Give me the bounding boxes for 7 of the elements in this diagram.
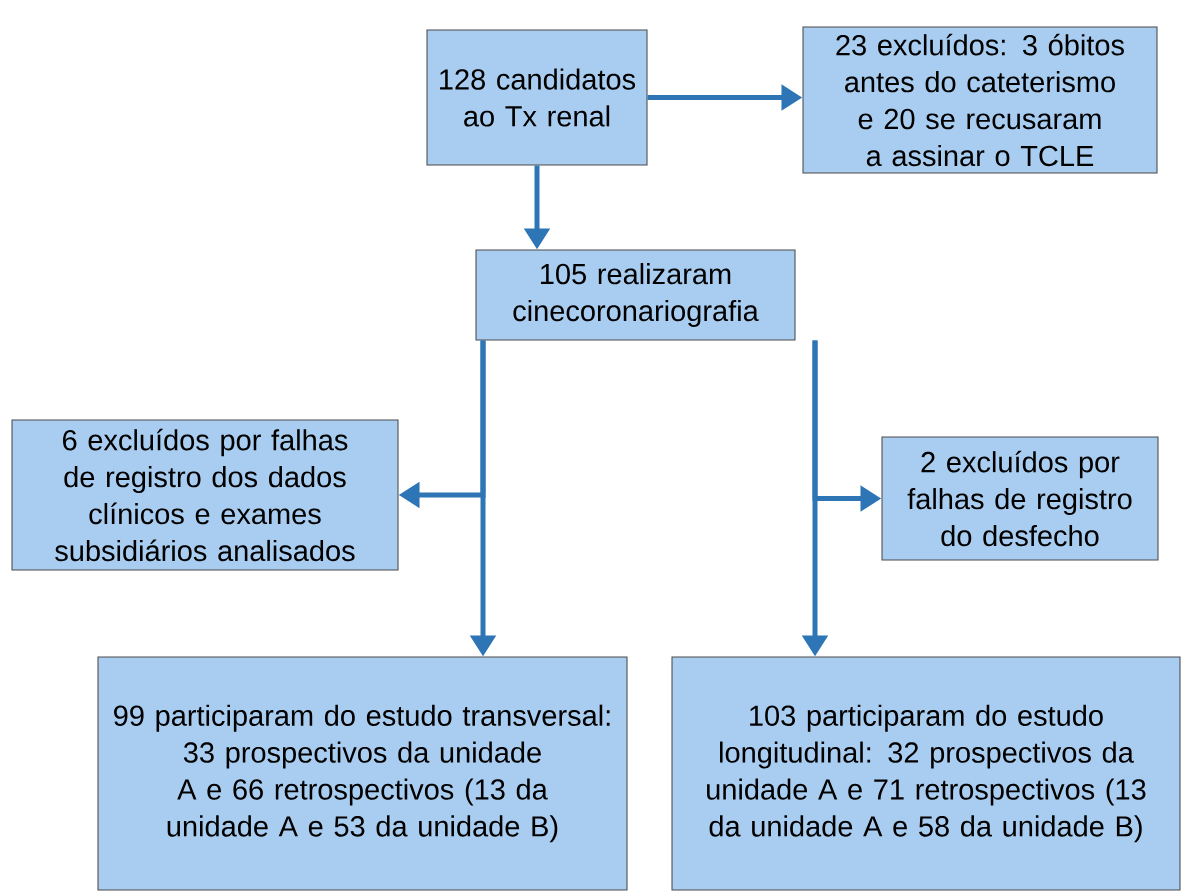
process-box: 128 candidatos ao Tx renal (426, 29, 648, 166)
process-box: 105 realizaram cinecoronariografia (475, 249, 796, 341)
process-box: 2 excluídos por falhas de registro do desfecho (881, 436, 1159, 561)
process-box: 23 excluídos: 3 óbitos antes do cateterismo e 20 se recusaram a assinar o TCLE (802, 26, 1158, 174)
process-box: 6 excluídos por falhas de registro dos dados clínicos e exames subsidiários analisados (11, 419, 399, 571)
process-box: 103 participaram do estudo longitudinal: 32 prospectivos da unidade A e 71 retrospectivos (13 da unidade A e 58 da unidade B) (671, 656, 1181, 891)
process-box: 99 participaram do estudo transversal: 33 prospectivos da unidade A e 66 retrospectivos (13 da unidade A e 53 da unidade B) (97, 656, 628, 891)
